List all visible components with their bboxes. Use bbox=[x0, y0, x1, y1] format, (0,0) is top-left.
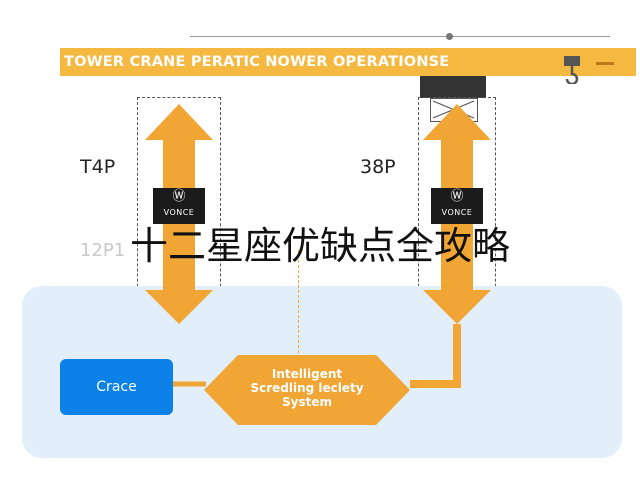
logo-mark-icon: Ⓦ bbox=[450, 189, 464, 204]
system-label-line: System bbox=[282, 395, 332, 409]
logo-text: VONCE bbox=[163, 208, 195, 217]
system-label-line: Intelligent bbox=[271, 367, 343, 381]
right-column-label: 38P bbox=[360, 156, 396, 178]
crane-top-line bbox=[190, 36, 610, 37]
crane-cab bbox=[420, 76, 486, 98]
jib-end-tab bbox=[596, 62, 614, 65]
left-logo: Ⓦ VONCE bbox=[153, 188, 205, 224]
system-label-line: Scredling leclety bbox=[250, 381, 364, 395]
right-logo: Ⓦ VONCE bbox=[431, 188, 483, 224]
crane-box: Crace bbox=[60, 359, 173, 415]
logo-text: VONCE bbox=[441, 208, 473, 217]
left-column-label: T4P bbox=[80, 156, 116, 178]
system-hexagon bbox=[204, 355, 410, 425]
crane-hook-icon bbox=[564, 56, 580, 84]
diagram-title: TOWER CRANE PERATIC NOWER OPERATIONSE bbox=[64, 54, 450, 70]
right-connector-line bbox=[410, 324, 461, 388]
crane-trolley-icon bbox=[446, 33, 453, 40]
system-label: Intelligent Scredling leclety System bbox=[222, 367, 392, 409]
overlay-title: 十二星座优缺点全攻略 bbox=[129, 224, 510, 268]
logo-mark-icon: Ⓦ bbox=[172, 189, 186, 204]
faded-label: 12P1 bbox=[80, 240, 126, 261]
crane-jib-banner bbox=[60, 48, 636, 76]
dashed-connector bbox=[298, 250, 299, 358]
